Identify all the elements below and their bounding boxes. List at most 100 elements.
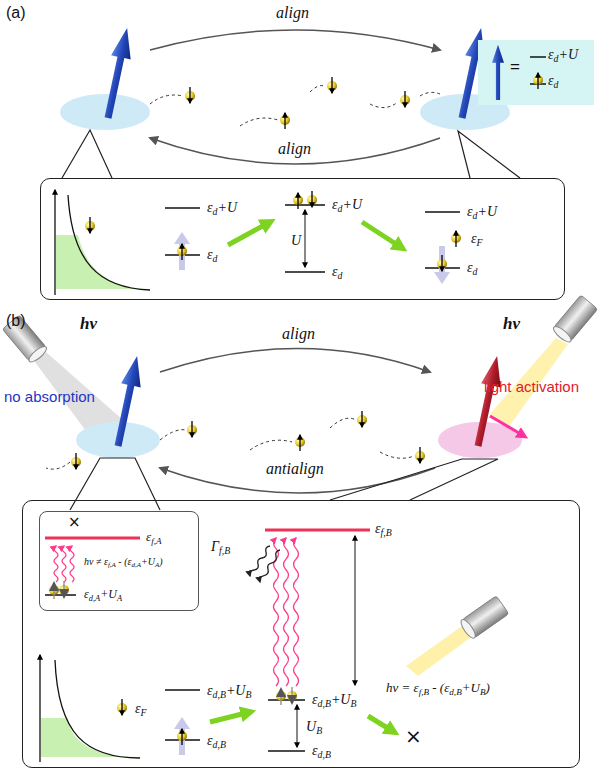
energy-level <box>268 750 305 752</box>
energy-level <box>285 271 325 273</box>
spin-site <box>76 354 524 458</box>
light-beam <box>551 295 597 344</box>
process-arrow <box>210 712 394 732</box>
photon-wave <box>62 546 66 582</box>
spin-site <box>108 354 147 448</box>
electron <box>293 193 303 209</box>
subscript: d,B <box>318 749 331 760</box>
status-label: no absorption <box>4 388 95 405</box>
electron <box>177 244 187 260</box>
photon-wave <box>294 538 299 686</box>
subscript: d,A <box>89 594 100 603</box>
electron-trail <box>46 418 414 469</box>
spin-site <box>60 94 150 130</box>
subscript: d <box>213 253 218 264</box>
fermi-sea <box>68 195 150 290</box>
fermi-sea <box>85 217 95 233</box>
inset-box: εf,BΓf,Bhν = εf,B - (εd,B+UB)εd,B+UBεd,B… <box>22 500 580 768</box>
energy-level <box>285 204 325 206</box>
light-beam <box>2 295 597 676</box>
electron <box>415 447 425 463</box>
level-label: εF <box>135 701 147 717</box>
subscript: B <box>245 689 251 700</box>
arc-arrow <box>150 138 440 164</box>
electron-trail <box>240 118 278 126</box>
electron <box>177 729 187 745</box>
callout-wedge <box>70 458 498 510</box>
subscript: B <box>480 687 486 697</box>
subscript: A <box>155 561 159 569</box>
photon-wave <box>260 550 280 582</box>
arc-label: align <box>282 325 315 343</box>
level-label: U <box>291 233 301 249</box>
fermi-sea <box>56 235 150 289</box>
light-beam <box>459 596 509 640</box>
fermi-sea <box>39 655 40 762</box>
electron <box>187 421 197 437</box>
subscript: f,A <box>151 536 161 546</box>
energy-level <box>305 210 306 267</box>
level-label: εF <box>471 231 483 247</box>
process-arrow <box>210 712 250 722</box>
process-arrow <box>368 716 394 732</box>
energy-level <box>165 205 460 272</box>
electron <box>327 77 337 93</box>
level-label: × <box>68 514 81 531</box>
photon-wave <box>250 546 270 576</box>
electron-trail <box>150 95 183 104</box>
subscript: d,A <box>131 561 141 569</box>
photon-wave <box>54 546 58 582</box>
light-beam <box>406 626 470 676</box>
subscript: d,B <box>213 689 226 700</box>
arc-arrow <box>150 30 440 164</box>
electron-trail <box>160 430 186 440</box>
inset-box: εd+Uεd+Uεd+UεFUεdεdεd <box>40 178 565 300</box>
energy-level <box>165 689 200 691</box>
level-label: εd <box>207 247 217 263</box>
level-label: εd <box>548 73 558 89</box>
electron <box>185 77 410 129</box>
energy-level <box>355 536 356 685</box>
level-label: εf,B <box>375 521 392 537</box>
subscript: d,B <box>318 698 331 709</box>
spin-site <box>490 416 524 436</box>
subscript: d,B <box>449 687 461 697</box>
level-label: UB <box>306 719 322 735</box>
energy-level <box>297 705 298 747</box>
arc-label: align <box>278 140 311 158</box>
energy-level <box>265 529 370 532</box>
subscript: d <box>338 270 343 281</box>
photon-wave <box>70 546 74 582</box>
process-arrow <box>362 222 402 248</box>
level-label: εd,A+UA <box>84 588 122 602</box>
status-label: light activation <box>484 378 579 395</box>
subscript: d,B <box>213 739 226 750</box>
key-symbol <box>533 73 543 89</box>
subscript: d <box>554 53 559 64</box>
callout-wedge <box>70 458 160 510</box>
key-box: εd+Uεd <box>478 40 594 105</box>
electron <box>49 583 59 599</box>
electron <box>307 191 317 207</box>
arc-label: align <box>276 4 309 22</box>
electron <box>71 411 425 469</box>
level-label: hν ≠ εf,A - (εd,A+UA) <box>84 556 163 568</box>
inset-box: ×εf,Ahν ≠ εf,A - (εd,A+UA)εd,A+UA <box>39 511 199 611</box>
level-label: εd,B+UB <box>312 692 356 708</box>
electron <box>276 689 286 705</box>
level-label: εd <box>467 260 477 276</box>
callout-wedge <box>62 130 112 178</box>
electron <box>280 113 290 129</box>
electron <box>434 246 450 284</box>
level-label: εd,B <box>207 733 226 749</box>
subscript: B <box>350 698 356 709</box>
subscript: d <box>338 203 343 214</box>
subscript: d <box>554 79 559 90</box>
arc-arrow <box>150 30 440 50</box>
fermi-sea <box>117 699 127 715</box>
electron-trail <box>250 440 292 450</box>
level-label: × <box>405 725 422 748</box>
electron <box>451 231 461 247</box>
callout-wedge <box>62 130 520 178</box>
subscript: F <box>477 237 483 248</box>
